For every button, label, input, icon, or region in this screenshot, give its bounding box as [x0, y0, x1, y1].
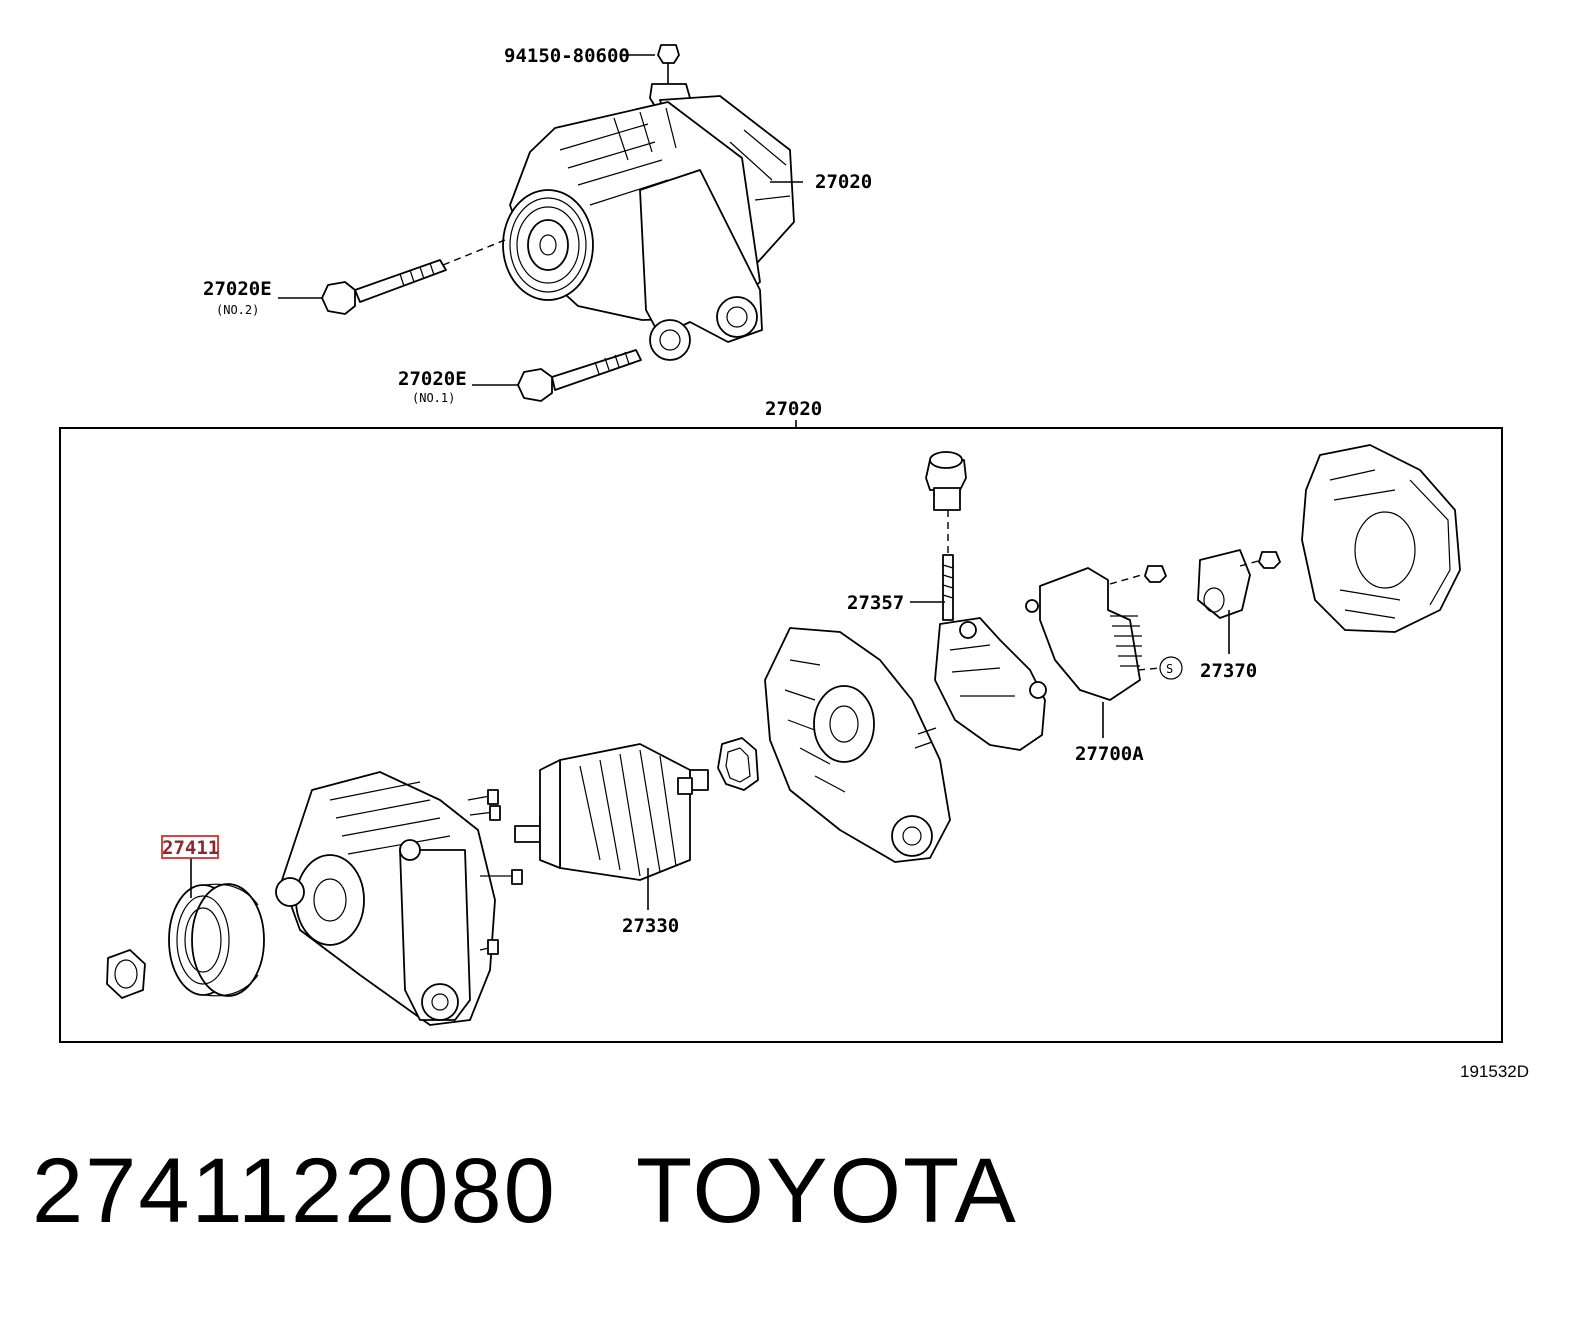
label-bolt-94150-80600: 94150-80600 [504, 45, 630, 67]
selected-part-highlight [161, 835, 219, 859]
exploded-view-frame [59, 427, 1503, 1043]
note-bolt-no1: (NO.1) [412, 391, 455, 405]
diagram-code: 191532D [1460, 1062, 1529, 1081]
exploded-parts-drawing [106, 444, 1461, 1026]
label-alternator-27020: 27020 [815, 171, 872, 193]
label-bolt-27020e-no2: 27020E [203, 278, 272, 300]
label-terminal-27357: 27357 [847, 592, 904, 614]
caption-part-number: 2741122080 [32, 1140, 557, 1242]
alternator-assembly-drawing [278, 44, 803, 402]
s-symbol: S [1166, 662, 1173, 676]
label-exploded-27020: 27020 [765, 398, 822, 420]
label-regulator-27700a: 27700A [1075, 743, 1144, 765]
label-rotor-27330: 27330 [622, 915, 679, 937]
note-bolt-no2: (NO.2) [216, 303, 259, 317]
caption-brand: TOYOTA [636, 1140, 1018, 1242]
label-brush-holder-27370: 27370 [1200, 660, 1257, 682]
label-bolt-27020e-no1: 27020E [398, 368, 467, 390]
label-pulley-27411[interactable]: 27411 [162, 837, 219, 859]
